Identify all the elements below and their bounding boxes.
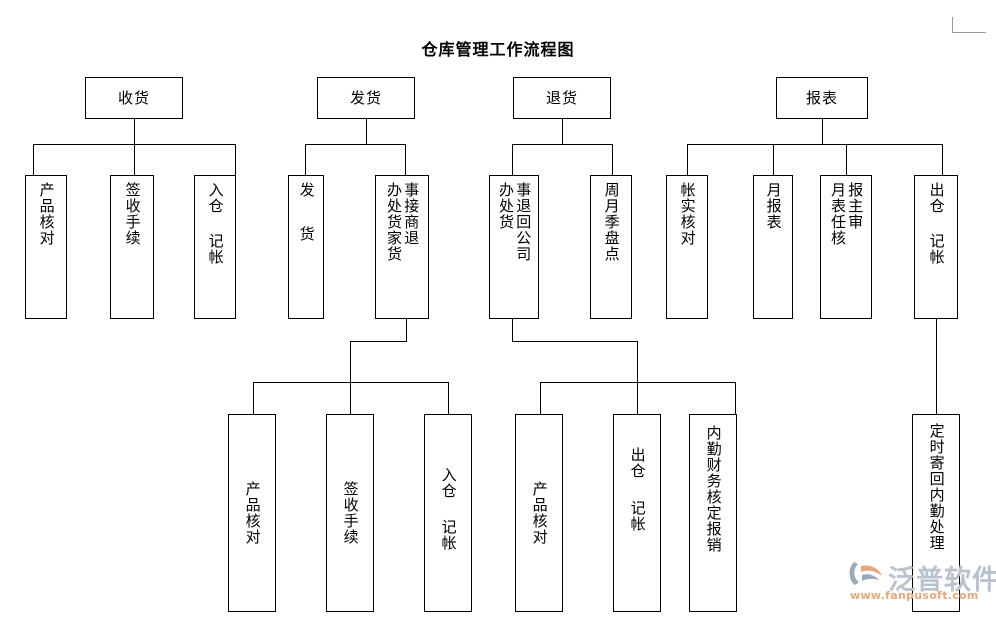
node-label: 产品核对: [530, 481, 549, 545]
node-report-child-4-second-line: 记帐: [914, 233, 958, 319]
connector-report-drop-2: [773, 144, 774, 175]
connector-return-group-drop-3: [735, 382, 736, 414]
node-label: 退货: [545, 89, 578, 107]
node-return-child-2[interactable]: 周月季盘点: [590, 175, 632, 319]
node-receive-child-2[interactable]: 签收手续: [110, 175, 154, 319]
node-ship-child-2[interactable]: 事接商退 办处货家货: [375, 175, 429, 319]
node-label: 签收手续: [123, 182, 142, 246]
node-label-left-column: 办处货: [497, 182, 515, 230]
connector-ship-group-drop-3: [448, 382, 449, 414]
node-label: 内勤财务核定报销: [704, 425, 723, 553]
connector-return-group-drop-1: [540, 382, 541, 414]
node-return-child-1[interactable]: 事退回公司 办处货: [489, 175, 539, 319]
connector-receive-drop-3: [235, 144, 236, 175]
node-label-b: 记帐: [628, 500, 647, 532]
connector-receive-drop-2: [134, 144, 135, 175]
node-label-left-column: 办处货家货: [385, 182, 403, 262]
connector-ship-tail-v2: [350, 341, 351, 382]
node-report-child-4[interactable]: 出仓: [914, 175, 958, 319]
node-label-b: 货: [297, 226, 316, 242]
connector-ship-drop-1: [305, 144, 306, 175]
node-receive-child-3[interactable]: 入仓: [194, 175, 236, 319]
connector-ship-stem: [366, 119, 367, 144]
connector-report-drop-4: [942, 144, 943, 175]
node-ship-group-child-2[interactable]: 签收手续: [326, 414, 374, 612]
node-label: 帐实核对: [678, 182, 697, 246]
connector-ship-drop-2: [405, 144, 406, 175]
node-ship-child-1[interactable]: 发: [288, 175, 324, 319]
node-ship-group-child-3-second-line: 记帐: [424, 519, 472, 612]
node-label-b: 记帐: [206, 233, 225, 265]
node-return-group-child-2-second-line: 记帐: [613, 500, 661, 612]
connector-receive-drop-1: [33, 144, 34, 175]
connector-report-tail: [936, 319, 937, 414]
node-ship-root[interactable]: 发货: [317, 77, 415, 119]
node-receive-child-1[interactable]: 产品核对: [25, 175, 67, 319]
connector-report-drop-1: [687, 144, 688, 175]
connector-return-group-drop-2: [637, 382, 638, 414]
node-receive-root[interactable]: 收货: [85, 77, 183, 119]
node-ship-group-child-3[interactable]: 入仓: [424, 414, 472, 612]
connector-report-drop-3: [846, 144, 847, 175]
page-corner-mark: [952, 17, 986, 33]
node-return-group-child-1[interactable]: 产品核对: [515, 414, 563, 612]
node-label: 报表: [805, 89, 838, 107]
connector-ship-tail-v1: [406, 319, 407, 341]
page-title: 仓库管理工作流程图: [421, 40, 575, 59]
node-label: 产品核对: [37, 182, 56, 246]
node-report-tail-box[interactable]: 定时寄回内勤处理: [912, 414, 960, 612]
node-return-root[interactable]: 退货: [513, 77, 611, 119]
node-report-root[interactable]: 报表: [776, 77, 868, 119]
node-return-group-child-2[interactable]: 出仓: [613, 414, 661, 612]
node-report-child-2[interactable]: 月报表: [753, 175, 793, 319]
node-label: 收货: [117, 89, 150, 107]
node-receive-child-3-second-line: 记帐: [194, 233, 236, 319]
connector-return-tail-v2: [637, 341, 638, 382]
node-label: 定时寄回内勤处理: [927, 423, 946, 551]
connector-return-bar: [512, 144, 612, 145]
node-label-a: 出仓: [927, 182, 946, 214]
node-label-right-column: 事退回公司: [514, 182, 533, 262]
connector-ship-bar: [305, 144, 405, 145]
node-label: 发货: [349, 89, 382, 107]
node-label-a: 入仓: [206, 182, 225, 214]
node-label-left-column: 月表任核: [829, 182, 847, 246]
node-label: 签收手续: [341, 481, 360, 545]
node-report-child-1[interactable]: 帐实核对: [666, 175, 708, 319]
connector-ship-tail-h1: [350, 341, 407, 342]
node-label: 月报表: [764, 182, 783, 230]
connector-ship-group-drop-2: [350, 382, 351, 414]
fanpusoft-logo-icon: [849, 562, 882, 585]
connector-return-drop-1: [512, 144, 513, 175]
node-label-b: 记帐: [927, 233, 946, 265]
node-label-a: 出仓: [628, 447, 647, 479]
node-report-child-3[interactable]: 报主审 月表任核: [820, 175, 872, 319]
node-label-right-column: 报主审: [846, 182, 865, 230]
node-label-b: 记帐: [439, 519, 458, 551]
node-label-a: 发: [297, 182, 316, 198]
node-label-right-column: 事接商退: [402, 182, 421, 246]
node-label-a: 入仓: [439, 467, 458, 499]
connector-ship-group-drop-1: [253, 382, 254, 414]
node-ship-child-1-second-line: 货: [288, 226, 324, 319]
connector-receive-stem: [134, 119, 135, 144]
connector-report-bar: [687, 144, 942, 145]
node-label: 产品核对: [243, 481, 262, 545]
node-return-group-child-3[interactable]: 内勤财务核定报销: [689, 414, 737, 612]
connector-return-tail-h1: [512, 341, 637, 342]
node-ship-group-child-1[interactable]: 产品核对: [228, 414, 276, 612]
connector-report-stem: [822, 119, 823, 144]
connector-return-stem: [562, 119, 563, 144]
node-label: 周月季盘点: [602, 182, 621, 262]
connector-return-tail-v1: [512, 319, 513, 341]
connector-return-drop-2: [612, 144, 613, 175]
